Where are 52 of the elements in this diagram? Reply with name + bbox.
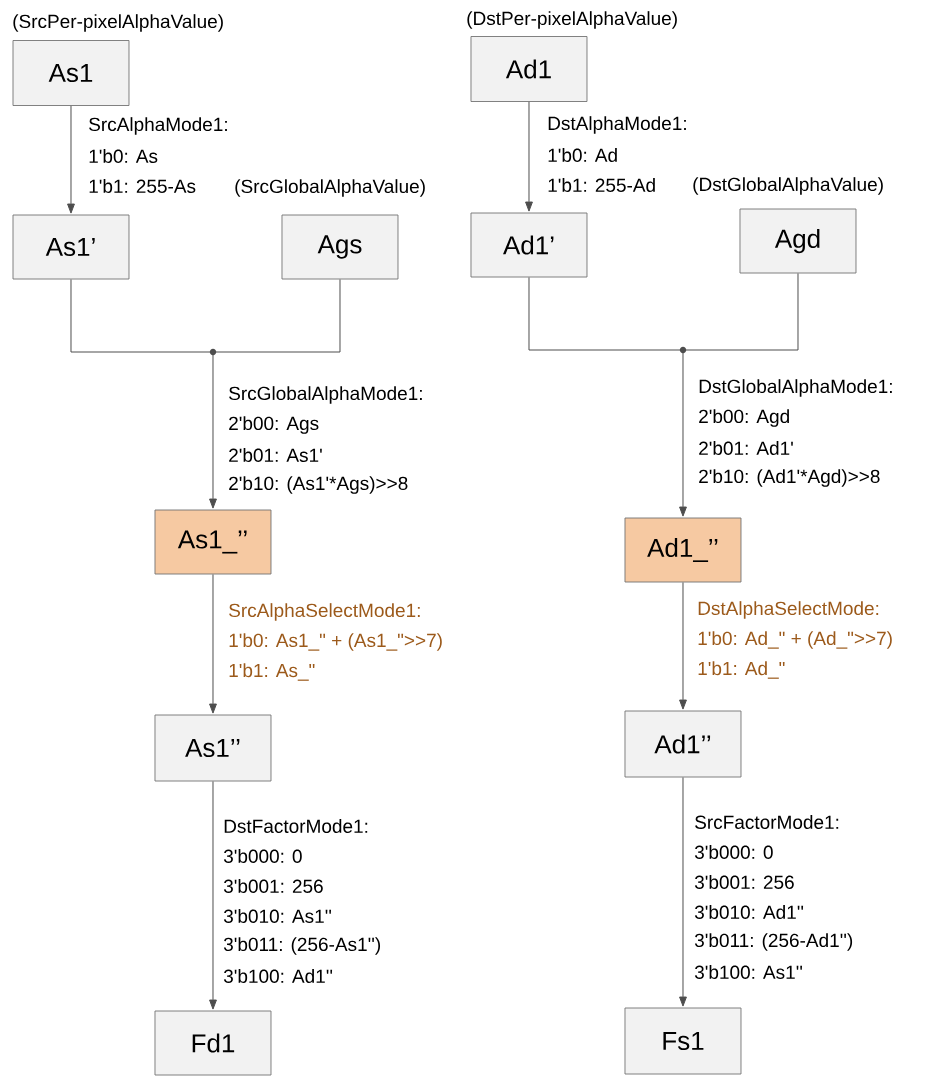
arrow <box>679 581 687 710</box>
mode-text: 1'b0: As1_" + (As1_">>7) <box>229 633 442 651</box>
mode-text: 1'b0: As <box>89 149 158 163</box>
value-caption: (DstGlobalAlphaValue) <box>693 177 883 195</box>
mode-text: SrcGlobalAlphaMode1: <box>229 386 422 404</box>
process-box: Fd1 <box>154 1010 272 1076</box>
mode-text: 1'b1: 255-As <box>89 179 196 193</box>
mode-text: 3'b010: Ad1'' <box>694 905 804 919</box>
arrow <box>209 780 217 1010</box>
arrow <box>67 105 75 214</box>
mode-text: 3'b100: As1'' <box>694 965 802 979</box>
mode-text: 1'b1: As_" <box>229 663 315 681</box>
highlighted-box: As1_’’ <box>154 509 272 575</box>
highlighted-box: Ad1_’’ <box>624 517 742 583</box>
mode-text: 3'b001: 256 <box>223 879 323 893</box>
process-box: Fs1 <box>624 1007 742 1075</box>
mode-text: 3'b010: As1'' <box>223 909 331 923</box>
mode-text: DstFactorMode1: <box>224 819 368 833</box>
value-caption: (SrcPer-pixelAlphaValue) <box>13 14 223 32</box>
mode-text: DstAlphaSelectMode: <box>698 601 879 619</box>
mode-text: 2'b10: (Ad1'*Agd)>>8 <box>699 469 880 487</box>
mode-text: SrcAlphaSelectMode1: <box>229 603 420 621</box>
merge-arrow <box>528 272 799 517</box>
mode-text: 2'b01: As1' <box>229 448 322 462</box>
mode-text: 1'b1: 255-Ad <box>548 178 655 192</box>
process-box: As1’’ <box>154 714 272 782</box>
mode-text: 3'b001: 256 <box>694 875 794 889</box>
process-box: As1 <box>12 40 130 106</box>
process-box: Ad1’’ <box>624 710 742 778</box>
mode-text: 3'b000: 0 <box>223 849 302 863</box>
mode-text: DstGlobalAlphaMode1: <box>699 379 892 397</box>
process-box: Ags <box>281 214 399 280</box>
merge-arrow <box>70 278 341 509</box>
mode-text: 1'b0: Ad <box>548 148 617 162</box>
value-caption: (SrcGlobalAlphaValue) <box>235 179 425 197</box>
mode-text: 3'b000: 0 <box>694 845 773 859</box>
arrow <box>679 776 687 1007</box>
process-box: Agd <box>739 208 857 274</box>
arrow <box>525 101 533 212</box>
mode-text: 1'b0: Ad_" + (Ad_">>7) <box>698 631 892 649</box>
process-box: Ad1’ <box>470 212 588 278</box>
arrow <box>209 573 217 714</box>
value-caption: (DstPer-pixelAlphaValue) <box>467 11 677 29</box>
mode-text: 2'b00: Ags <box>229 416 319 434</box>
mode-text: 2'b10: (As1'*Ags)>>8 <box>229 476 408 494</box>
mode-text: 1'b1: Ad_" <box>698 661 785 679</box>
mode-text: SrcFactorMode1: <box>695 815 839 829</box>
process-box: Ad1 <box>470 36 588 102</box>
mode-text: 3'b100: Ad1'' <box>223 969 333 983</box>
mode-text: 2'b01: Ad1' <box>699 441 793 455</box>
mode-text: 2'b00: Agd <box>699 409 789 427</box>
process-box: As1’ <box>12 214 130 280</box>
